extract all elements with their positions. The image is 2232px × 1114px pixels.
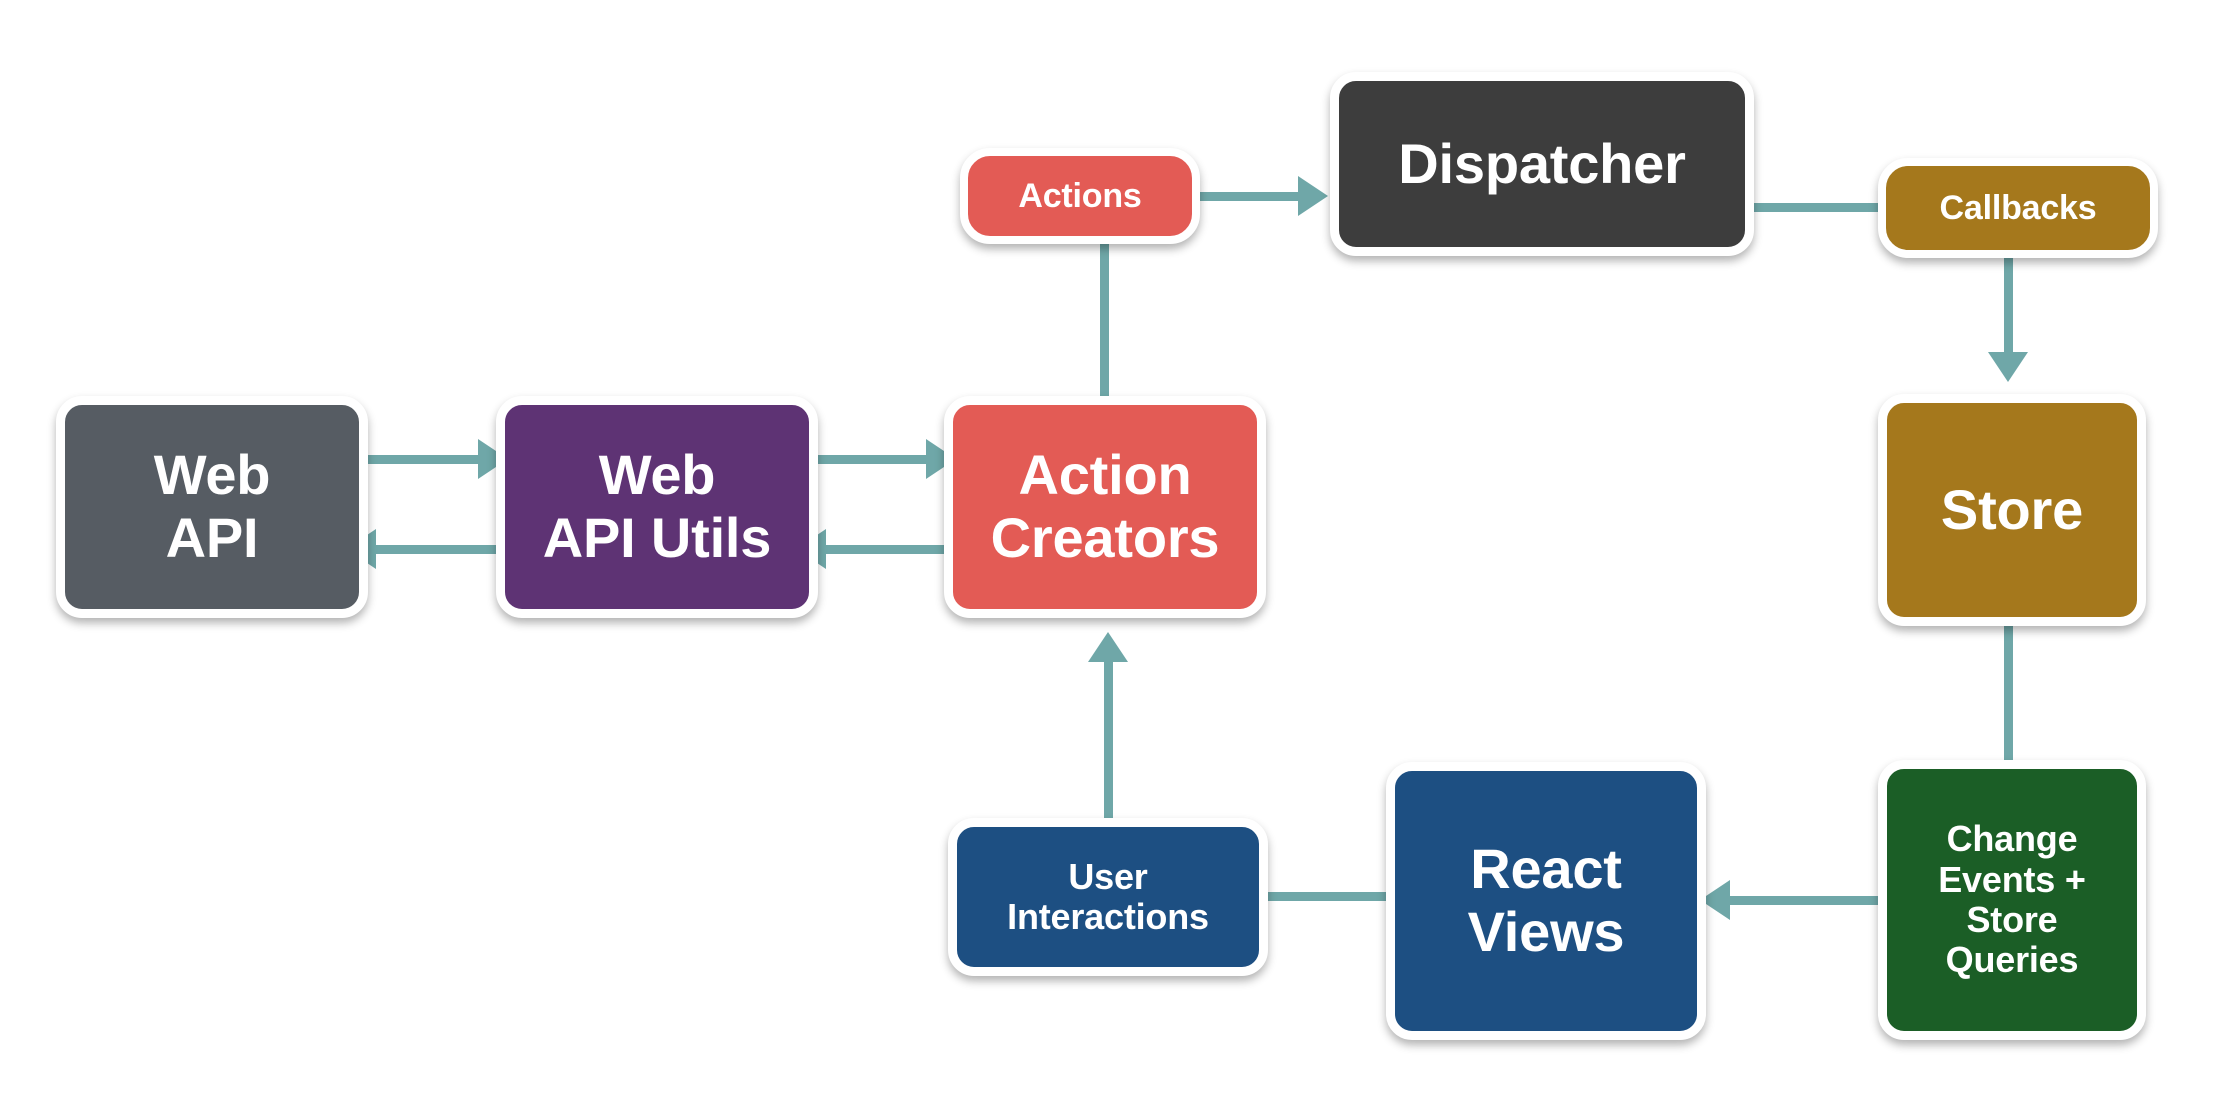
edge-web-api-to-web-api-utils (368, 455, 488, 464)
node-web-api-utils[interactable]: Web API Utils (496, 396, 818, 618)
node-actions[interactable]: Actions (960, 148, 1200, 244)
edge-dispatcher-to-callbacks (1750, 203, 1886, 212)
node-web-api[interactable]: Web API (56, 396, 368, 618)
node-callbacks-label: Callbacks (1939, 188, 2097, 227)
edge-action-creators-to-web-api-utils (826, 545, 946, 554)
edge-web-api-utils-to-action-creators (818, 455, 938, 464)
edge-change-events-to-react-views (1730, 896, 1882, 905)
edge-web-api-utils-to-web-api (376, 545, 496, 554)
arrowhead-callbacks-to-store (1988, 352, 2028, 382)
node-dispatcher-label: Dispatcher (1398, 131, 1686, 195)
node-dispatcher[interactable]: Dispatcher (1330, 72, 1754, 256)
edge-actions-to-dispatcher (1196, 192, 1304, 201)
edge-action-creators-to-actions (1100, 238, 1109, 404)
node-user-interactions[interactable]: User Interactions (948, 818, 1268, 976)
node-change-events-store-queries[interactable]: Change Events + Store Queries (1878, 760, 2146, 1040)
edge-callbacks-to-store (2004, 252, 2013, 360)
node-callbacks[interactable]: Callbacks (1878, 158, 2158, 258)
node-change-events-store-queries-label: Change Events + Store Queries (1938, 818, 2086, 981)
node-web-api-label: Web API (153, 443, 271, 569)
edge-react-views-to-user-interactions (1262, 892, 1392, 901)
node-action-creators[interactable]: Action Creators (944, 396, 1266, 618)
node-actions-label: Actions (1018, 176, 1142, 215)
node-action-creators-label: Action Creators (990, 443, 1220, 569)
node-web-api-utils-label: Web API Utils (542, 443, 772, 569)
arrowhead-user-interactions-to-action-creators (1088, 632, 1128, 662)
node-user-interactions-label: User Interactions (1007, 855, 1209, 937)
edge-store-to-change-events (2004, 620, 2013, 768)
node-react-views[interactable]: React Views (1386, 762, 1706, 1040)
node-react-views-label: React Views (1467, 837, 1625, 963)
node-store[interactable]: Store (1878, 394, 2146, 626)
arrowhead-actions-to-dispatcher (1298, 176, 1328, 216)
edge-user-interactions-to-action-creators (1104, 660, 1113, 822)
node-store-label: Store (1940, 477, 2084, 541)
